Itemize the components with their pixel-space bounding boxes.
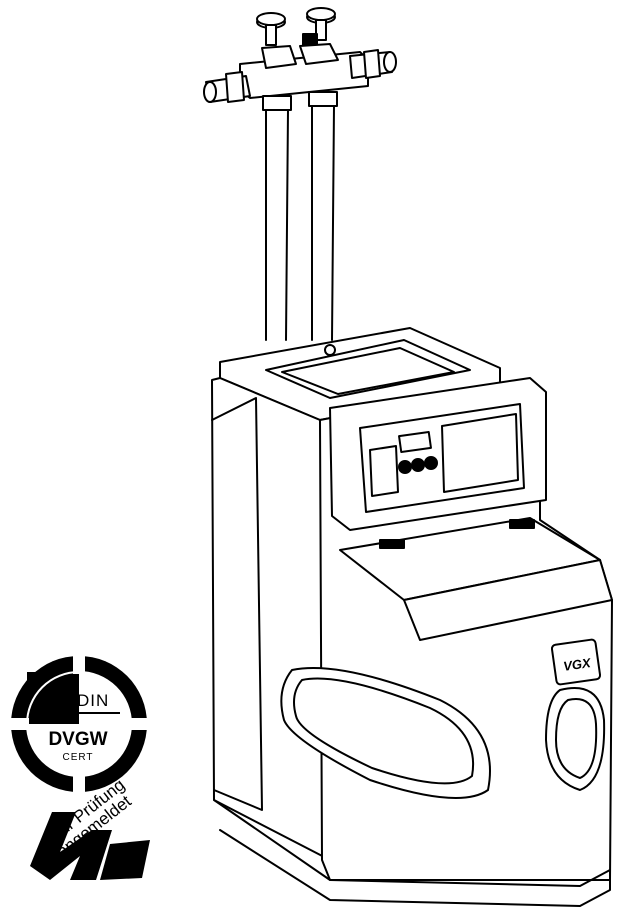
din-dvgw-seal-graphic [11, 656, 147, 792]
control-panel [329, 377, 547, 531]
cert-label: CERT [62, 752, 94, 763]
handles [280, 667, 606, 799]
din-label: DIN [77, 691, 110, 710]
w-mark-graphic [30, 812, 150, 880]
din-underline [76, 712, 120, 714]
dvgw-label: DVGW [48, 729, 108, 750]
valve-assembly [203, 7, 397, 111]
hoses [265, 105, 335, 341]
salt-lid [339, 517, 613, 641]
device-badge: VGX [562, 655, 592, 674]
badge-frame [550, 638, 602, 686]
